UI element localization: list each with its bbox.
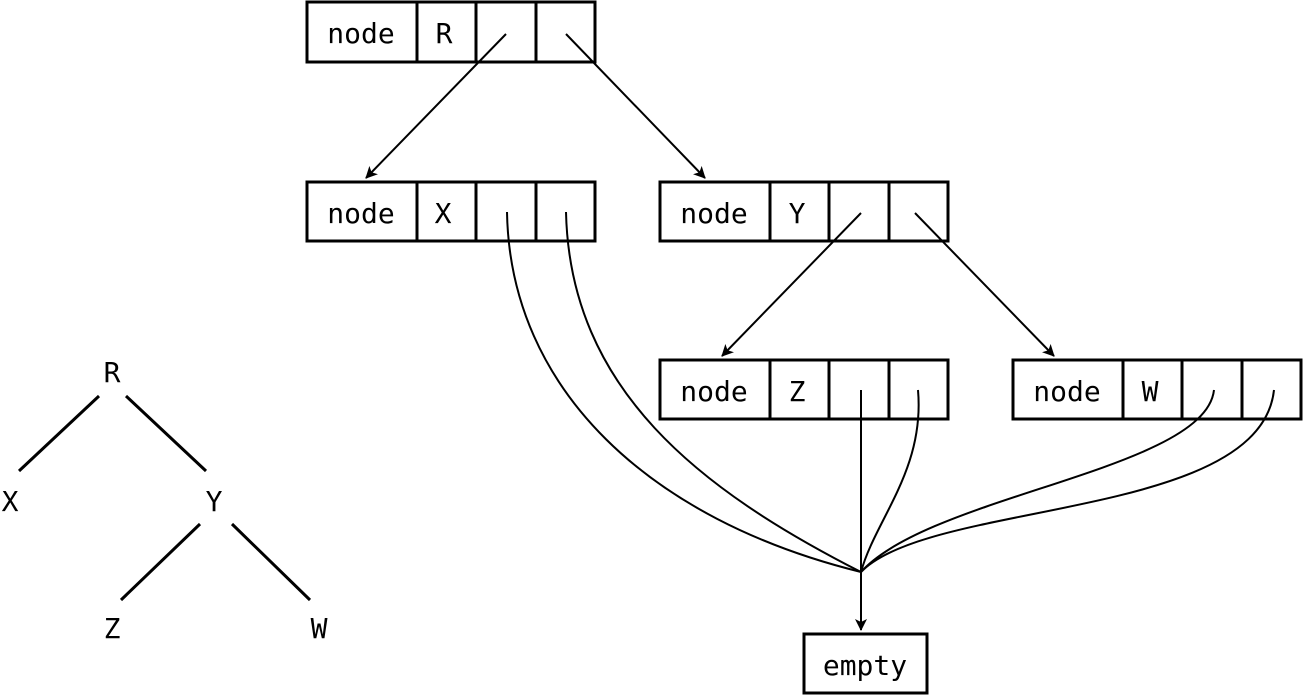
node-x-box	[305, 180, 597, 243]
pointer-curve-x-right-to-empty	[565, 211, 862, 573]
node-z-label: Z	[789, 375, 806, 408]
pointer-arrow-r-to-y	[565, 33, 706, 179]
node-z-box	[658, 358, 950, 421]
tree-node-z: Z	[104, 612, 121, 645]
tree-node-y: Y	[206, 485, 223, 518]
empty-label: empty	[823, 649, 907, 682]
node-z-record: node Z	[658, 358, 950, 421]
node-w-box	[1011, 358, 1303, 421]
node-y-label: Y	[789, 197, 806, 230]
node-r-record: node R	[305, 0, 597, 64]
node-r-tag: node	[327, 17, 394, 50]
pointer-arrow-y-to-w	[914, 212, 1055, 357]
pointer-arrow-y-to-z	[721, 212, 862, 357]
node-x-tag: node	[327, 197, 394, 230]
node-w-record: node W	[1011, 358, 1303, 421]
empty-box	[802, 632, 929, 695]
tree-edge-y-w	[230, 522, 312, 602]
node-r-box	[305, 0, 597, 64]
node-z-tag: node	[680, 375, 747, 408]
pointer-curve-x-left-to-empty	[506, 211, 862, 573]
tree-node-w: W	[311, 612, 328, 645]
node-r-label: R	[436, 17, 453, 50]
pointer-curve-w-right-to-empty	[860, 389, 1275, 573]
tree-node-r: R	[104, 356, 121, 389]
abstract-tree: R X Y Z W	[2, 356, 328, 645]
node-y-tag: node	[680, 197, 747, 230]
tree-edge-y-z	[119, 522, 202, 602]
node-y-box	[658, 180, 950, 243]
tree-node-x: X	[2, 485, 19, 518]
tree-edge-r-x	[17, 394, 101, 473]
node-w-label: W	[1142, 375, 1159, 408]
pointer-arrow-r-to-x	[365, 33, 507, 179]
empty-record: empty	[802, 632, 929, 695]
pointer-curve-w-left-to-empty	[860, 389, 1215, 573]
node-x-record: node X	[305, 180, 597, 243]
pointer-curve-z-right-to-empty	[860, 389, 920, 573]
node-y-record: node Y	[658, 180, 950, 243]
tree-edge-r-y	[124, 394, 208, 473]
node-x-label: X	[435, 197, 452, 230]
node-w-tag: node	[1033, 375, 1100, 408]
